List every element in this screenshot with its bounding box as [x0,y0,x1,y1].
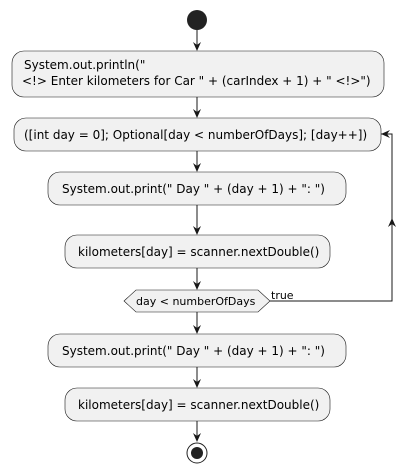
loop-header-node: ([int day = 0]; Optional[day < numberOfD… [13,117,382,152]
println-text-line2: <!> Enter kilometers for Car " + (carInd… [22,74,371,88]
print-day-text-1: System.out.print(" Day " + (day + 1) + "… [62,182,325,196]
arrow-head [193,325,201,334]
read-km-text-1: kilometers[day] = scanner.nextDouble() [78,245,319,259]
arrow-head [193,42,201,51]
read-km-text-2: kilometers[day] = scanner.nextDouble() [78,398,319,412]
condition-text: day < numberOfDays [136,295,256,308]
read-km-node-2: kilometers[day] = scanner.nextDouble() [64,387,331,422]
arrow-head [193,281,201,290]
condition-true-label: true [271,289,294,302]
print-day-node-2: System.out.print(" Day " + (day + 1) + "… [47,333,347,368]
arrow-head-left [381,130,390,138]
read-km-node-1: kilometers[day] = scanner.nextDouble() [64,234,331,269]
end-node [186,442,208,464]
arrow-head [193,109,201,118]
println-text-line1: System.out.println(" [24,58,145,72]
arrow-head-up [388,218,396,227]
arrow-head [193,163,201,172]
println-node: System.out.println(" <!> Enter kilometer… [11,50,385,98]
start-node [187,10,207,30]
print-day-node-1: System.out.print(" Day " + (day + 1) + "… [47,171,347,206]
arrow-head [193,226,201,235]
loop-header-text: ([int day = 0]; Optional[day < numberOfD… [24,128,367,142]
arrow-head [193,379,201,388]
print-day-text-2: System.out.print(" Day " + (day + 1) + "… [62,344,325,358]
condition-node: day < numberOfDays [123,289,271,313]
edge-loop-back [270,133,393,302]
arrow-head [193,433,201,442]
